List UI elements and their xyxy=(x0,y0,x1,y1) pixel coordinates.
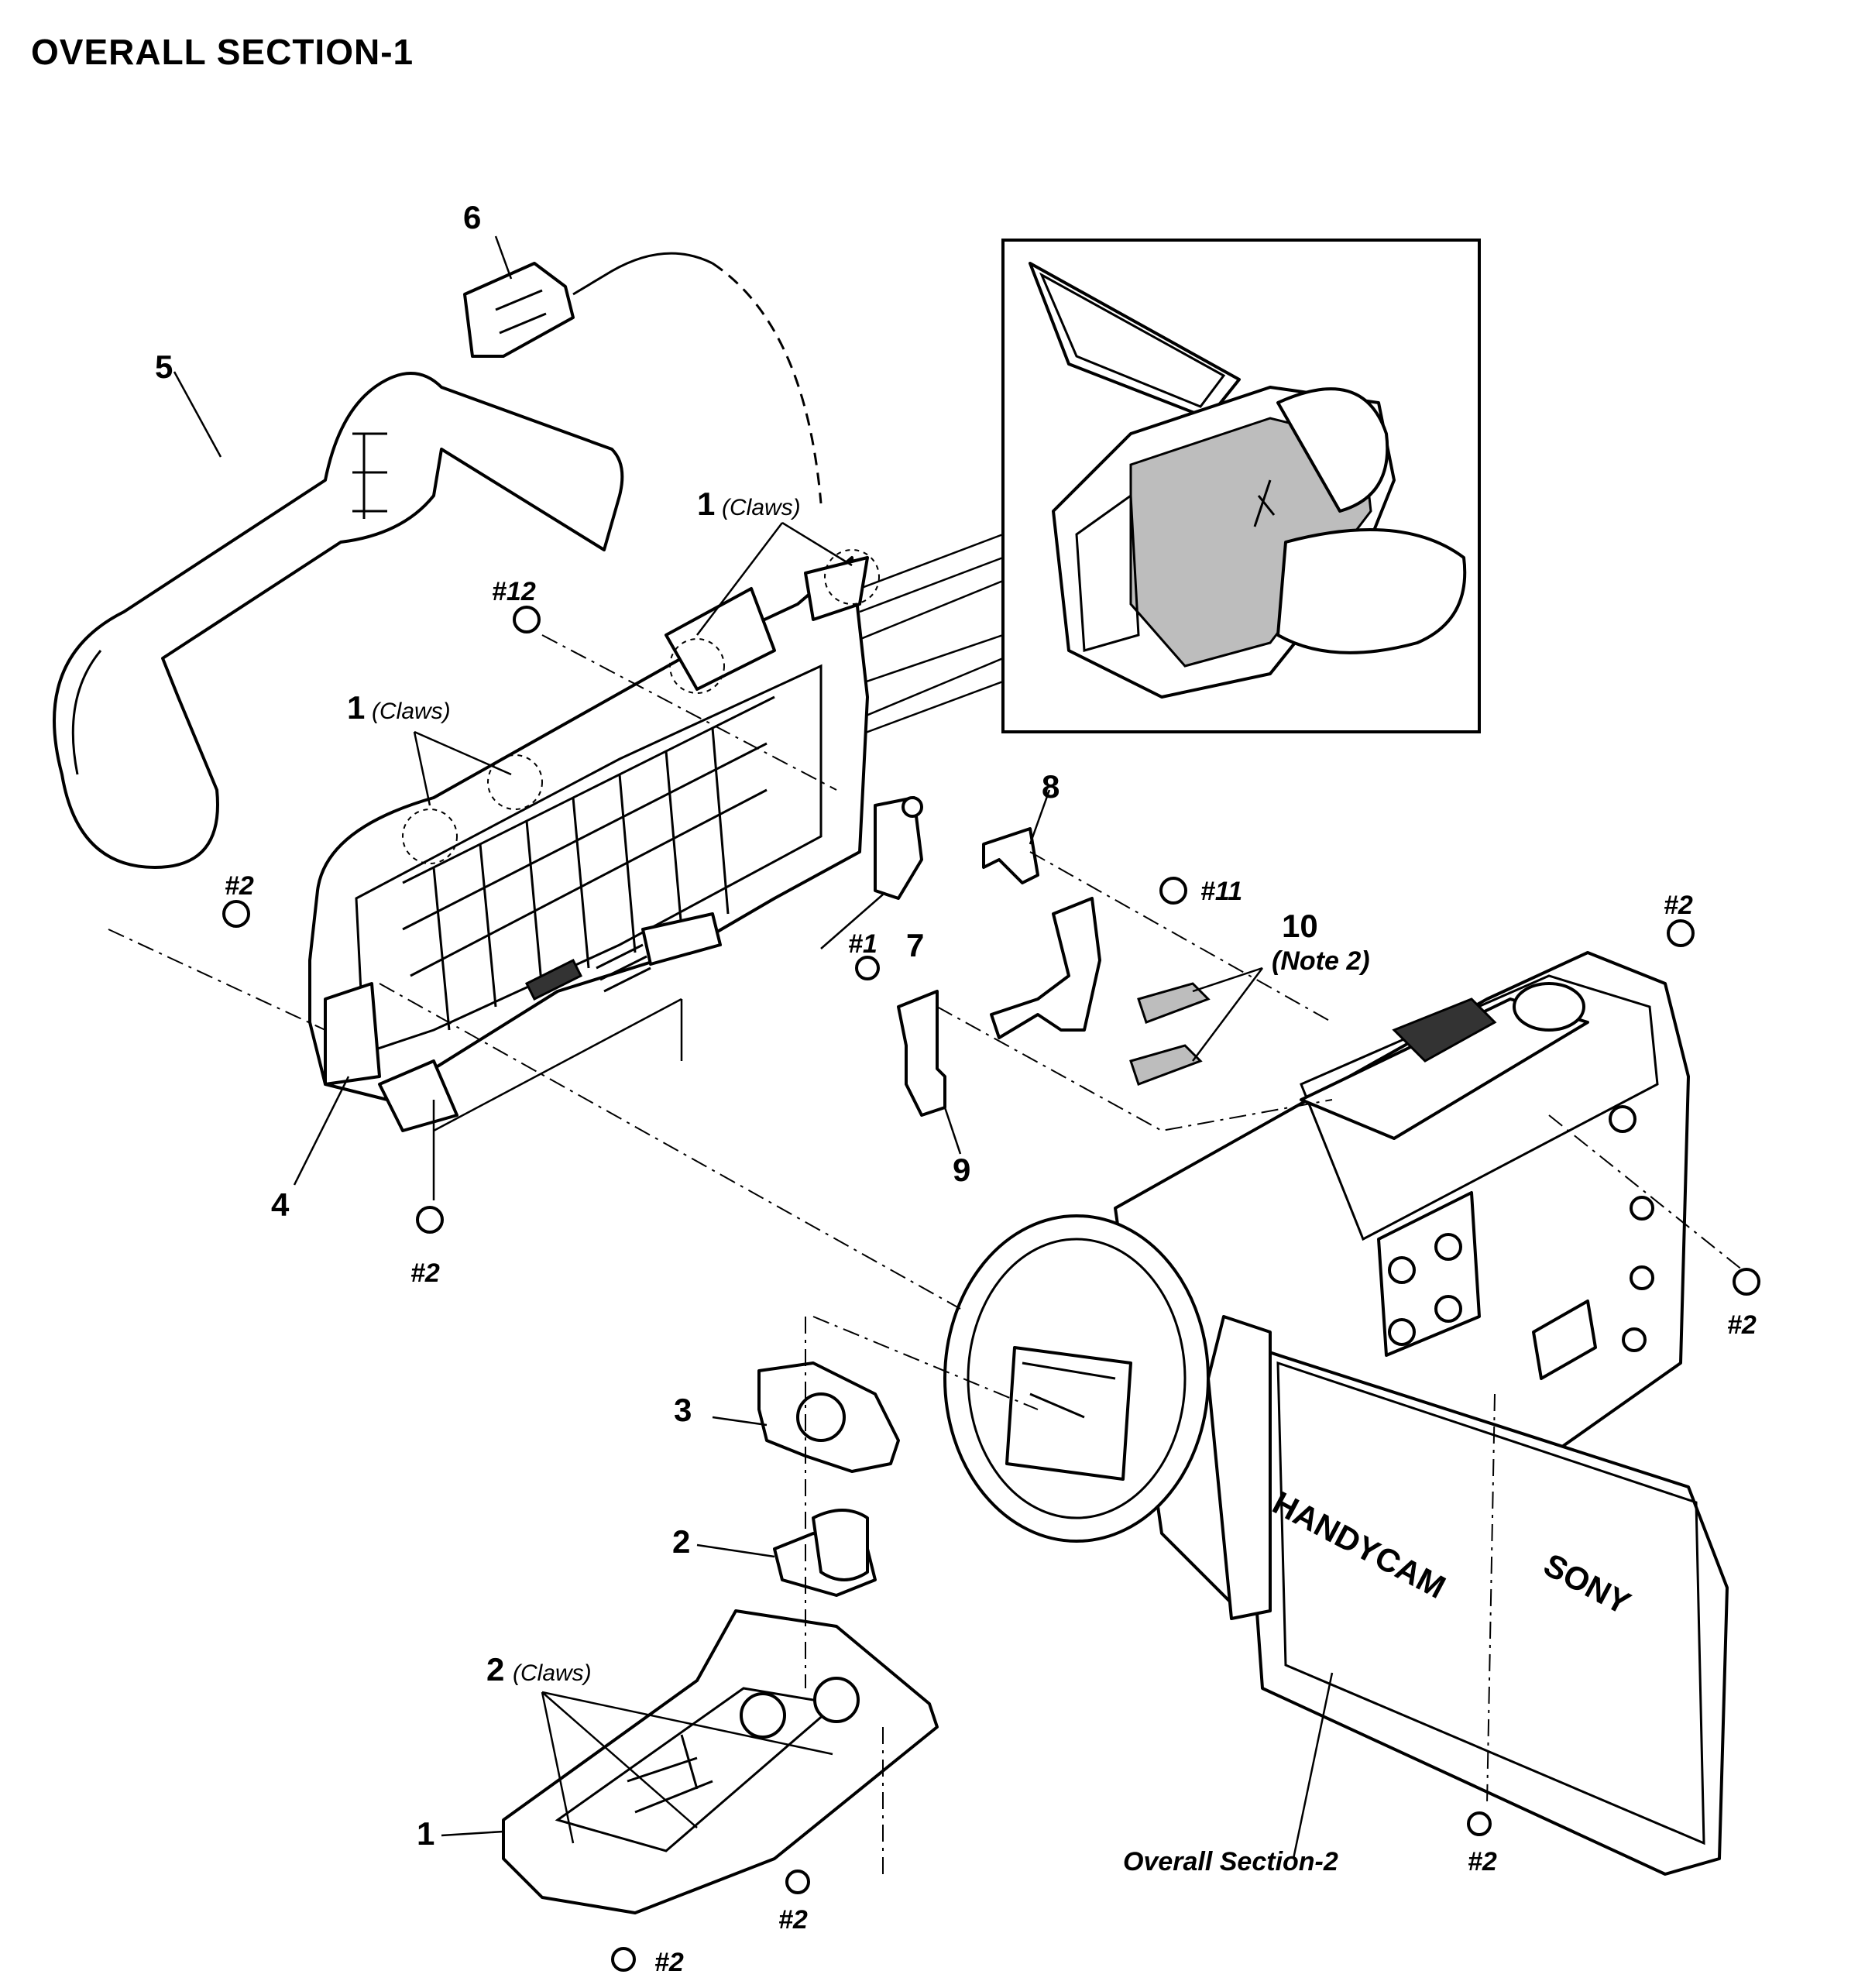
part-8-sheet xyxy=(982,827,1039,884)
screw-11-label: #11 xyxy=(1200,877,1242,906)
screw-2-bottom-mid-label: #2 xyxy=(778,1905,808,1935)
part-10-tape xyxy=(990,897,1211,1086)
callout-8: 8 xyxy=(1042,768,1060,805)
callout-leaders xyxy=(173,235,1334,1859)
callout-2-claws-bottom: 2 (Claws) xyxy=(486,1651,592,1688)
overall-section-2-label: Overall Section-2 xyxy=(1123,1847,1338,1876)
claws-label-left: (Claws) xyxy=(372,699,451,724)
screw-2-right-label: #2 xyxy=(1727,1310,1757,1340)
part-6-usb-cable xyxy=(463,252,823,504)
part-3-plate xyxy=(757,1361,900,1473)
part-5-grip-belt xyxy=(53,372,624,869)
screw-2-left-label: #2 xyxy=(225,871,254,901)
callout-1-left: 1 xyxy=(347,689,365,726)
callout-2-claws: 2 xyxy=(486,1651,504,1688)
note-2-label: (Note 2) xyxy=(1272,946,1370,976)
camera-body xyxy=(943,951,1729,1876)
screw-2-top-right-label: #2 xyxy=(1664,891,1693,920)
callout-1-claws-left: 1 (Claws) xyxy=(347,689,451,726)
screw-2-bottom-left-label: #2 xyxy=(654,1948,684,1977)
inset-detail-box xyxy=(1001,239,1481,733)
callout-1-bottom: 1 xyxy=(417,1815,434,1852)
callout-6: 6 xyxy=(463,199,481,235)
callout-3: 3 xyxy=(674,1392,692,1428)
callout-5: 5 xyxy=(155,349,173,385)
screw-12-label: #12 xyxy=(492,577,536,606)
grip-cabinet xyxy=(308,556,869,1132)
screws xyxy=(222,606,1760,1972)
callout-7: 7 xyxy=(906,927,924,963)
alignment-lines xyxy=(108,634,1743,1874)
part-2-motor xyxy=(773,1509,877,1597)
part-7-bracket xyxy=(874,796,923,900)
claws-label-top: (Claws) xyxy=(722,495,801,520)
callout-4: 4 xyxy=(271,1186,290,1223)
part-9-bracket xyxy=(897,990,946,1117)
callout-1-top: 1 xyxy=(697,486,715,522)
screw-2-bottom-right-label: #2 xyxy=(1468,1847,1497,1876)
callout-1-claws-top: 1 (Claws) xyxy=(697,486,801,522)
screw-2-grip-label: #2 xyxy=(410,1258,440,1288)
callout-10: 10 xyxy=(1282,908,1318,944)
part-1-base-plate xyxy=(502,1609,939,1914)
screw-1-label: #1 xyxy=(848,929,877,959)
page-title: OVERALL SECTION-1 xyxy=(31,32,414,72)
callout-9: 9 xyxy=(953,1152,970,1188)
callout-2: 2 xyxy=(672,1523,690,1560)
claws-label-bottom: (Claws) xyxy=(513,1660,592,1686)
